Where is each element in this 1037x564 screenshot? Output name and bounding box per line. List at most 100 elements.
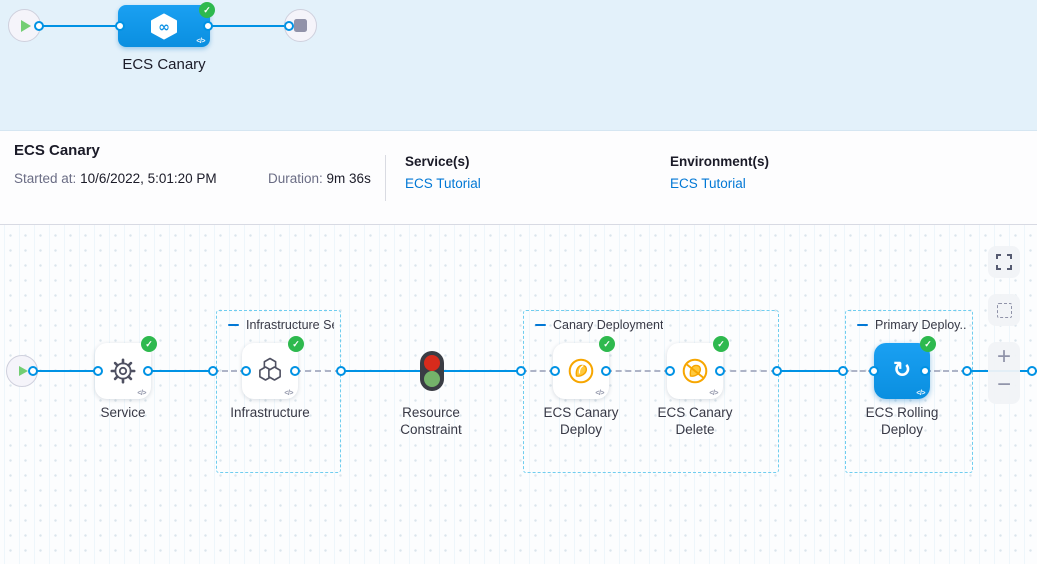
step-group-label: Infrastructure Se... <box>246 318 334 332</box>
code-icon: </> <box>284 390 293 397</box>
services-label: Service(s) <box>405 154 470 169</box>
code-icon: </> <box>709 390 718 397</box>
execution-summary-bar: ECS Canary Started at: 10/6/2022, 5:01:2… <box>0 131 1037 225</box>
step-label: ECS Canary Delete <box>657 405 733 437</box>
connector-line-dashed <box>295 370 341 372</box>
execution-title: ECS Canary <box>14 142 100 159</box>
connector-line-dashed <box>606 370 670 372</box>
zoom-out-button[interactable]: − <box>996 371 1011 398</box>
step-label: Service <box>100 405 146 420</box>
connector-line <box>208 25 291 27</box>
connector-dot <box>962 366 972 376</box>
fullscreen-button[interactable] <box>988 246 1020 278</box>
connector-dot <box>516 366 526 376</box>
traffic-light-green-icon <box>424 371 440 387</box>
step-label: ECS Rolling Deploy <box>865 405 939 437</box>
connector-dot <box>34 21 44 31</box>
connector-line-dashed <box>843 370 874 372</box>
step-group-canary-deployment[interactable]: Canary Deployment <box>523 310 779 473</box>
step-node-resource-constraint[interactable] <box>420 351 444 391</box>
duration-value: 9m 36s <box>326 171 371 186</box>
success-badge-icon: ✓ <box>713 336 729 352</box>
stage-node-ecs-canary[interactable]: ∞ </> <box>118 5 210 47</box>
step-group-header[interactable]: Infrastructure Se... <box>228 318 334 332</box>
step-node-ecs-canary-deploy[interactable]: </> <box>553 343 609 399</box>
stop-icon <box>294 19 307 32</box>
connector-line <box>341 370 421 372</box>
step-label: ECS Canary Deploy <box>543 405 619 437</box>
step-node-infrastructure[interactable]: </> <box>242 343 298 399</box>
connector-line <box>39 25 120 27</box>
fit-to-screen-button[interactable] <box>988 294 1020 326</box>
connector-dot <box>143 366 153 376</box>
connector-dot <box>208 366 218 376</box>
connector-line <box>33 370 98 372</box>
connector-dot <box>93 366 103 376</box>
connector-dot <box>115 21 125 31</box>
code-icon: </> <box>137 390 146 397</box>
connector-dot <box>601 366 611 376</box>
hexagon-cluster-icon <box>259 357 281 381</box>
success-badge-icon: ✓ <box>141 336 157 352</box>
collapse-icon[interactable] <box>857 323 868 327</box>
svg-text:∞: ∞ <box>158 19 170 35</box>
connector-dot <box>838 366 848 376</box>
connector-line <box>148 370 213 372</box>
connector-line <box>777 370 843 372</box>
zoom-controls: + − <box>988 342 1020 404</box>
connector-line-dashed <box>925 370 967 372</box>
step-group-infrastructure[interactable]: Infrastructure Se... <box>216 310 341 473</box>
success-badge-icon: ✓ <box>920 336 936 352</box>
stage-graph-canvas[interactable]: Infrastructure Se... Canary Deployment P… <box>0 225 1037 564</box>
started-label: Started at: <box>14 171 77 186</box>
step-group-header[interactable]: Primary Deploy... <box>857 318 967 332</box>
connector-line-dashed <box>720 370 777 372</box>
canary-bird-icon <box>568 358 594 384</box>
connector-line <box>443 370 521 372</box>
step-label: Infrastructure <box>230 405 310 420</box>
connector-dot <box>920 366 930 376</box>
connector-dot <box>290 366 300 376</box>
play-icon <box>21 19 31 32</box>
zoom-in-button[interactable]: + <box>996 343 1011 370</box>
success-badge-icon: ✓ <box>599 336 615 352</box>
code-icon: </> <box>196 38 205 45</box>
collapse-icon[interactable] <box>535 323 546 327</box>
started-value: 10/6/2022, 5:01:20 PM <box>80 171 217 186</box>
stage-label: ECS Canary <box>122 56 206 73</box>
step-group-label: Primary Deploy... <box>875 318 967 332</box>
gear-icon <box>110 358 136 384</box>
step-group-header[interactable]: Canary Deployment <box>535 318 663 332</box>
connector-line-dashed <box>213 370 246 372</box>
step-node-ecs-canary-delete[interactable]: </> <box>667 343 723 399</box>
canary-bird-delete-icon <box>682 358 708 384</box>
connector-dot <box>550 366 560 376</box>
harness-cd-icon: ∞ <box>151 13 177 39</box>
connector-dot <box>1027 366 1037 376</box>
step-node-service[interactable]: </> <box>95 343 151 399</box>
services-link[interactable]: ECS Tutorial <box>405 176 481 191</box>
connector-dot <box>715 366 725 376</box>
code-icon: </> <box>595 390 604 397</box>
environments-label: Environment(s) <box>670 154 770 169</box>
started-at: Started at: 10/6/2022, 5:01:20 PM <box>14 171 217 186</box>
traffic-light-red-icon <box>424 355 440 371</box>
connector-dot <box>336 366 346 376</box>
fullscreen-icon <box>996 254 1012 270</box>
duration-label: Duration: <box>268 171 323 186</box>
connector-dot <box>241 366 251 376</box>
divider <box>385 155 386 201</box>
step-group-primary-deployment[interactable]: Primary Deploy... <box>845 310 973 473</box>
success-badge-icon: ✓ <box>199 2 215 18</box>
step-group-label: Canary Deployment <box>553 318 664 332</box>
connector-dot <box>665 366 675 376</box>
collapse-icon[interactable] <box>228 323 239 327</box>
rolling-deploy-icon: ↻ <box>892 358 912 383</box>
connector-dot <box>869 366 879 376</box>
connector-line-dashed <box>521 370 555 372</box>
environments-link[interactable]: ECS Tutorial <box>670 176 746 191</box>
connector-dot <box>772 366 782 376</box>
code-icon: </> <box>916 390 925 397</box>
play-icon <box>19 366 28 376</box>
